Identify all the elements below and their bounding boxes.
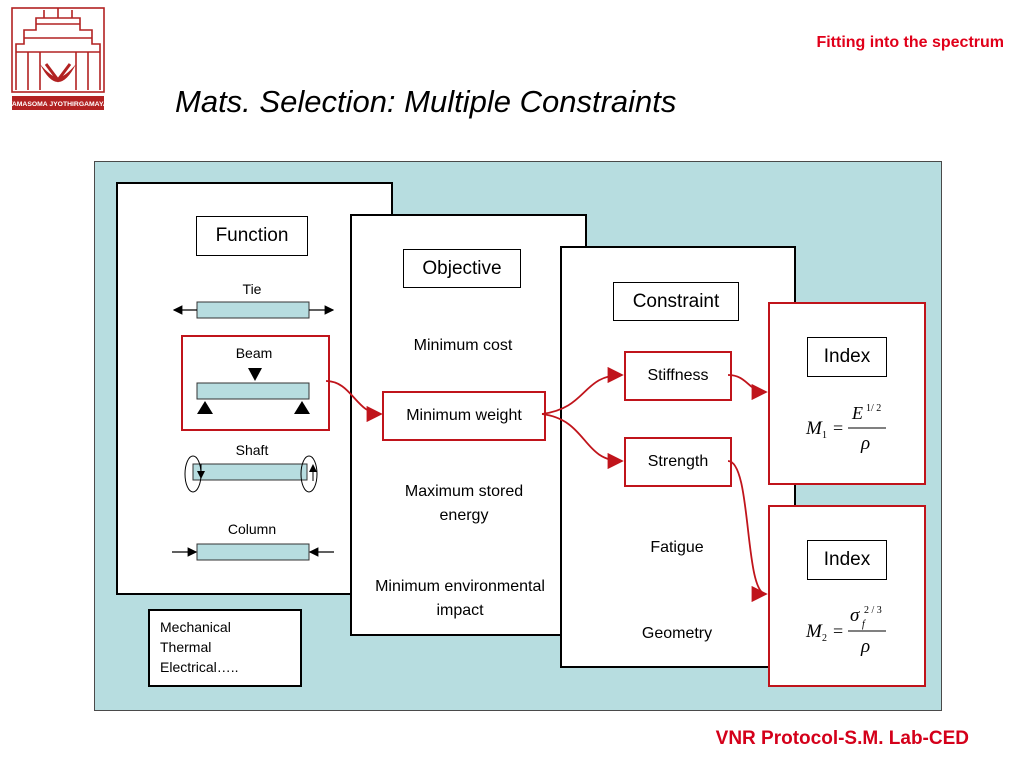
index-2-heading: Index [807, 540, 887, 580]
tie-label: Tie [242, 281, 262, 297]
formula-m2: M 2 = σ f 2 / 3 ρ [805, 605, 886, 657]
objective-minimum-cost: Minimum cost [413, 337, 513, 354]
svg-text:1: 1 [822, 430, 827, 441]
objective-heading: Objective [403, 249, 521, 288]
constraint-strength: Strength [624, 437, 732, 487]
function-examples-box: Mechanical Thermal Electrical….. [148, 609, 302, 687]
example-electrical: Electrical….. [160, 659, 239, 675]
function-heading: Function [196, 216, 308, 256]
formula-m1: M 1 = E 1/ 2 ρ [805, 403, 886, 454]
constraint-geometry: Geometry [641, 625, 713, 642]
svg-text:E: E [851, 403, 863, 423]
footer-credit: VNR Protocol-S.M. Lab-CED [715, 728, 969, 749]
objective-minimum-environmental-impact: Minimum environmental impact [375, 578, 545, 619]
example-mechanical: Mechanical [160, 619, 231, 635]
svg-text:2: 2 [822, 633, 827, 644]
svg-text:M: M [805, 418, 823, 439]
svg-text:ρ: ρ [860, 636, 870, 657]
column-label: Column [227, 521, 277, 537]
constraint-stiffness: Stiffness [624, 351, 732, 401]
svg-text:1/ 2: 1/ 2 [866, 403, 881, 414]
institution-logo: TAMASOMA JYOTHIRGAMAYA [4, 4, 112, 116]
shaft-label: Shaft [235, 442, 269, 458]
example-thermal: Thermal [160, 639, 212, 655]
index-box-1 [768, 302, 926, 485]
svg-text:=: = [833, 418, 843, 438]
svg-text:2 / 3: 2 / 3 [864, 605, 882, 616]
svg-text:=: = [833, 621, 843, 641]
svg-text:σ: σ [850, 605, 860, 626]
svg-text:ρ: ρ [860, 433, 870, 454]
index-box-2 [768, 505, 926, 687]
objective-minimum-weight: Minimum weight [382, 391, 546, 441]
svg-text:f: f [862, 619, 866, 630]
objective-maximum-stored-energy: Maximum stored energy [404, 483, 524, 524]
index-1-heading: Index [807, 337, 887, 377]
header-tagline: Fitting into the spectrum [816, 34, 1004, 51]
logo-caption: TAMASOMA JYOTHIRGAMAYA [8, 101, 108, 108]
constraint-fatigue: Fatigue [650, 539, 704, 556]
slide-title: Mats. Selection: Multiple Constraints [175, 84, 677, 119]
beam-label: Beam [235, 345, 273, 361]
constraint-heading: Constraint [613, 282, 739, 321]
svg-text:M: M [805, 621, 823, 642]
gopuram-logo-icon: TAMASOMA JYOTHIRGAMAYA [8, 7, 108, 110]
